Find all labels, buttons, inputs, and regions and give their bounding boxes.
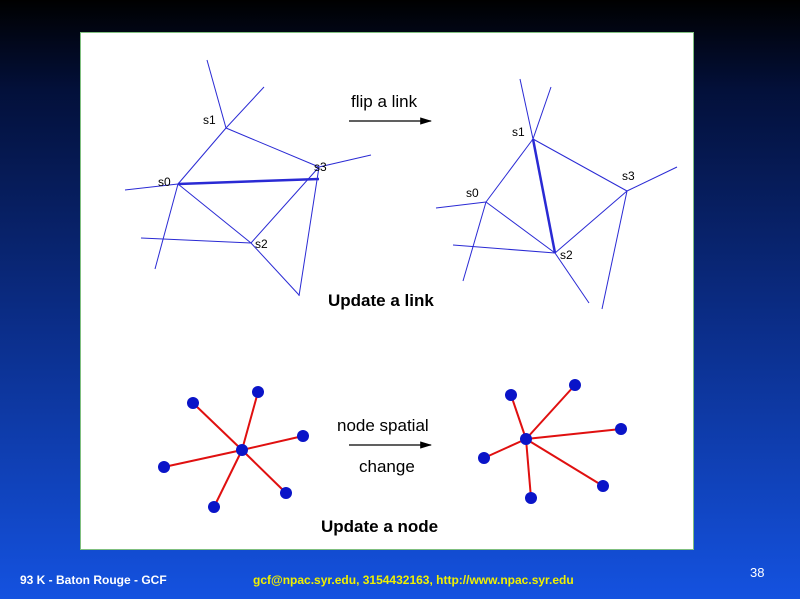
- node-label-s2: s2: [560, 248, 573, 262]
- edge-line: [525, 384, 576, 440]
- node: [208, 501, 220, 513]
- edge-line: [241, 449, 287, 494]
- edge-line: [241, 391, 259, 451]
- diagram-canvas: s1 s0 s3 s2 s1 s0 s3 s2 flip a link Upda…: [124, 59, 678, 536]
- edge-line: [225, 127, 320, 168]
- edge-line: [525, 428, 622, 440]
- edge-line: [510, 394, 527, 440]
- node: [505, 389, 517, 401]
- edge-line: [485, 138, 534, 203]
- node-label-s3: s3: [622, 169, 635, 183]
- edge-line: [213, 449, 243, 508]
- center-node: [520, 433, 532, 445]
- node-label-s2: s2: [255, 237, 268, 251]
- node-diagram-after: [478, 379, 627, 504]
- highlighted-link-s1-s2: [531, 138, 557, 254]
- edge-line: [177, 127, 227, 185]
- node: [478, 452, 490, 464]
- node-label-s3: s3: [314, 160, 327, 174]
- node-label-s1: s1: [512, 125, 525, 139]
- edge-line: [318, 154, 372, 168]
- edge-line: [532, 138, 628, 192]
- edge-line: [601, 190, 628, 310]
- node: [187, 397, 199, 409]
- edge-line: [554, 190, 628, 254]
- edge-line: [241, 435, 304, 451]
- node-label-s1: s1: [203, 113, 216, 127]
- caption-update-node: Update a node: [321, 517, 438, 536]
- page-number: 38: [750, 565, 765, 580]
- node: [525, 492, 537, 504]
- edge-line: [154, 183, 179, 270]
- edge-line: [519, 78, 534, 140]
- footer-left-text: 93 K - Baton Rouge - GCF: [20, 573, 167, 587]
- node: [158, 461, 170, 473]
- edge-line: [452, 244, 556, 254]
- edge-line: [462, 201, 487, 282]
- highlighted-link-s0-s3: [177, 177, 320, 186]
- edge-line: [177, 183, 252, 244]
- arrow-label-node-spatial: node spatial: [337, 416, 429, 435]
- footer-contact-text: gcf@npac.syr.edu, 3154432163, http://www…: [253, 573, 574, 587]
- node: [297, 430, 309, 442]
- center-node: [236, 444, 248, 456]
- edge-line: [483, 438, 527, 459]
- node-diagram-before: [158, 386, 309, 513]
- link-diagram-before: [124, 59, 372, 297]
- edge-line: [225, 86, 265, 129]
- caption-update-link: Update a link: [328, 291, 434, 310]
- node: [252, 386, 264, 398]
- edge-line: [163, 449, 243, 468]
- node-label-s0: s0: [158, 175, 171, 189]
- edge-line: [532, 86, 552, 140]
- node: [280, 487, 292, 499]
- edge-line: [250, 242, 300, 296]
- edge-line: [140, 237, 252, 244]
- edge-line: [485, 201, 556, 254]
- arrow-label-change: change: [359, 457, 415, 476]
- node-label-s0: s0: [466, 186, 479, 200]
- edge-line: [124, 183, 179, 191]
- node: [597, 480, 609, 492]
- edge-line: [206, 59, 227, 129]
- edge-line: [298, 166, 320, 297]
- edge-line: [435, 201, 487, 209]
- edge-line: [626, 166, 678, 192]
- node: [569, 379, 581, 391]
- edge-line: [554, 252, 590, 304]
- edge-line: [192, 402, 243, 451]
- node: [615, 423, 627, 435]
- arrow-label-flip: flip a link: [351, 92, 418, 111]
- link-diagram-after: [435, 78, 678, 310]
- edge-line: [525, 438, 604, 487]
- slide-panel: s1 s0 s3 s2 s1 s0 s3 s2 flip a link Upda…: [80, 32, 694, 550]
- edge-line: [525, 438, 532, 499]
